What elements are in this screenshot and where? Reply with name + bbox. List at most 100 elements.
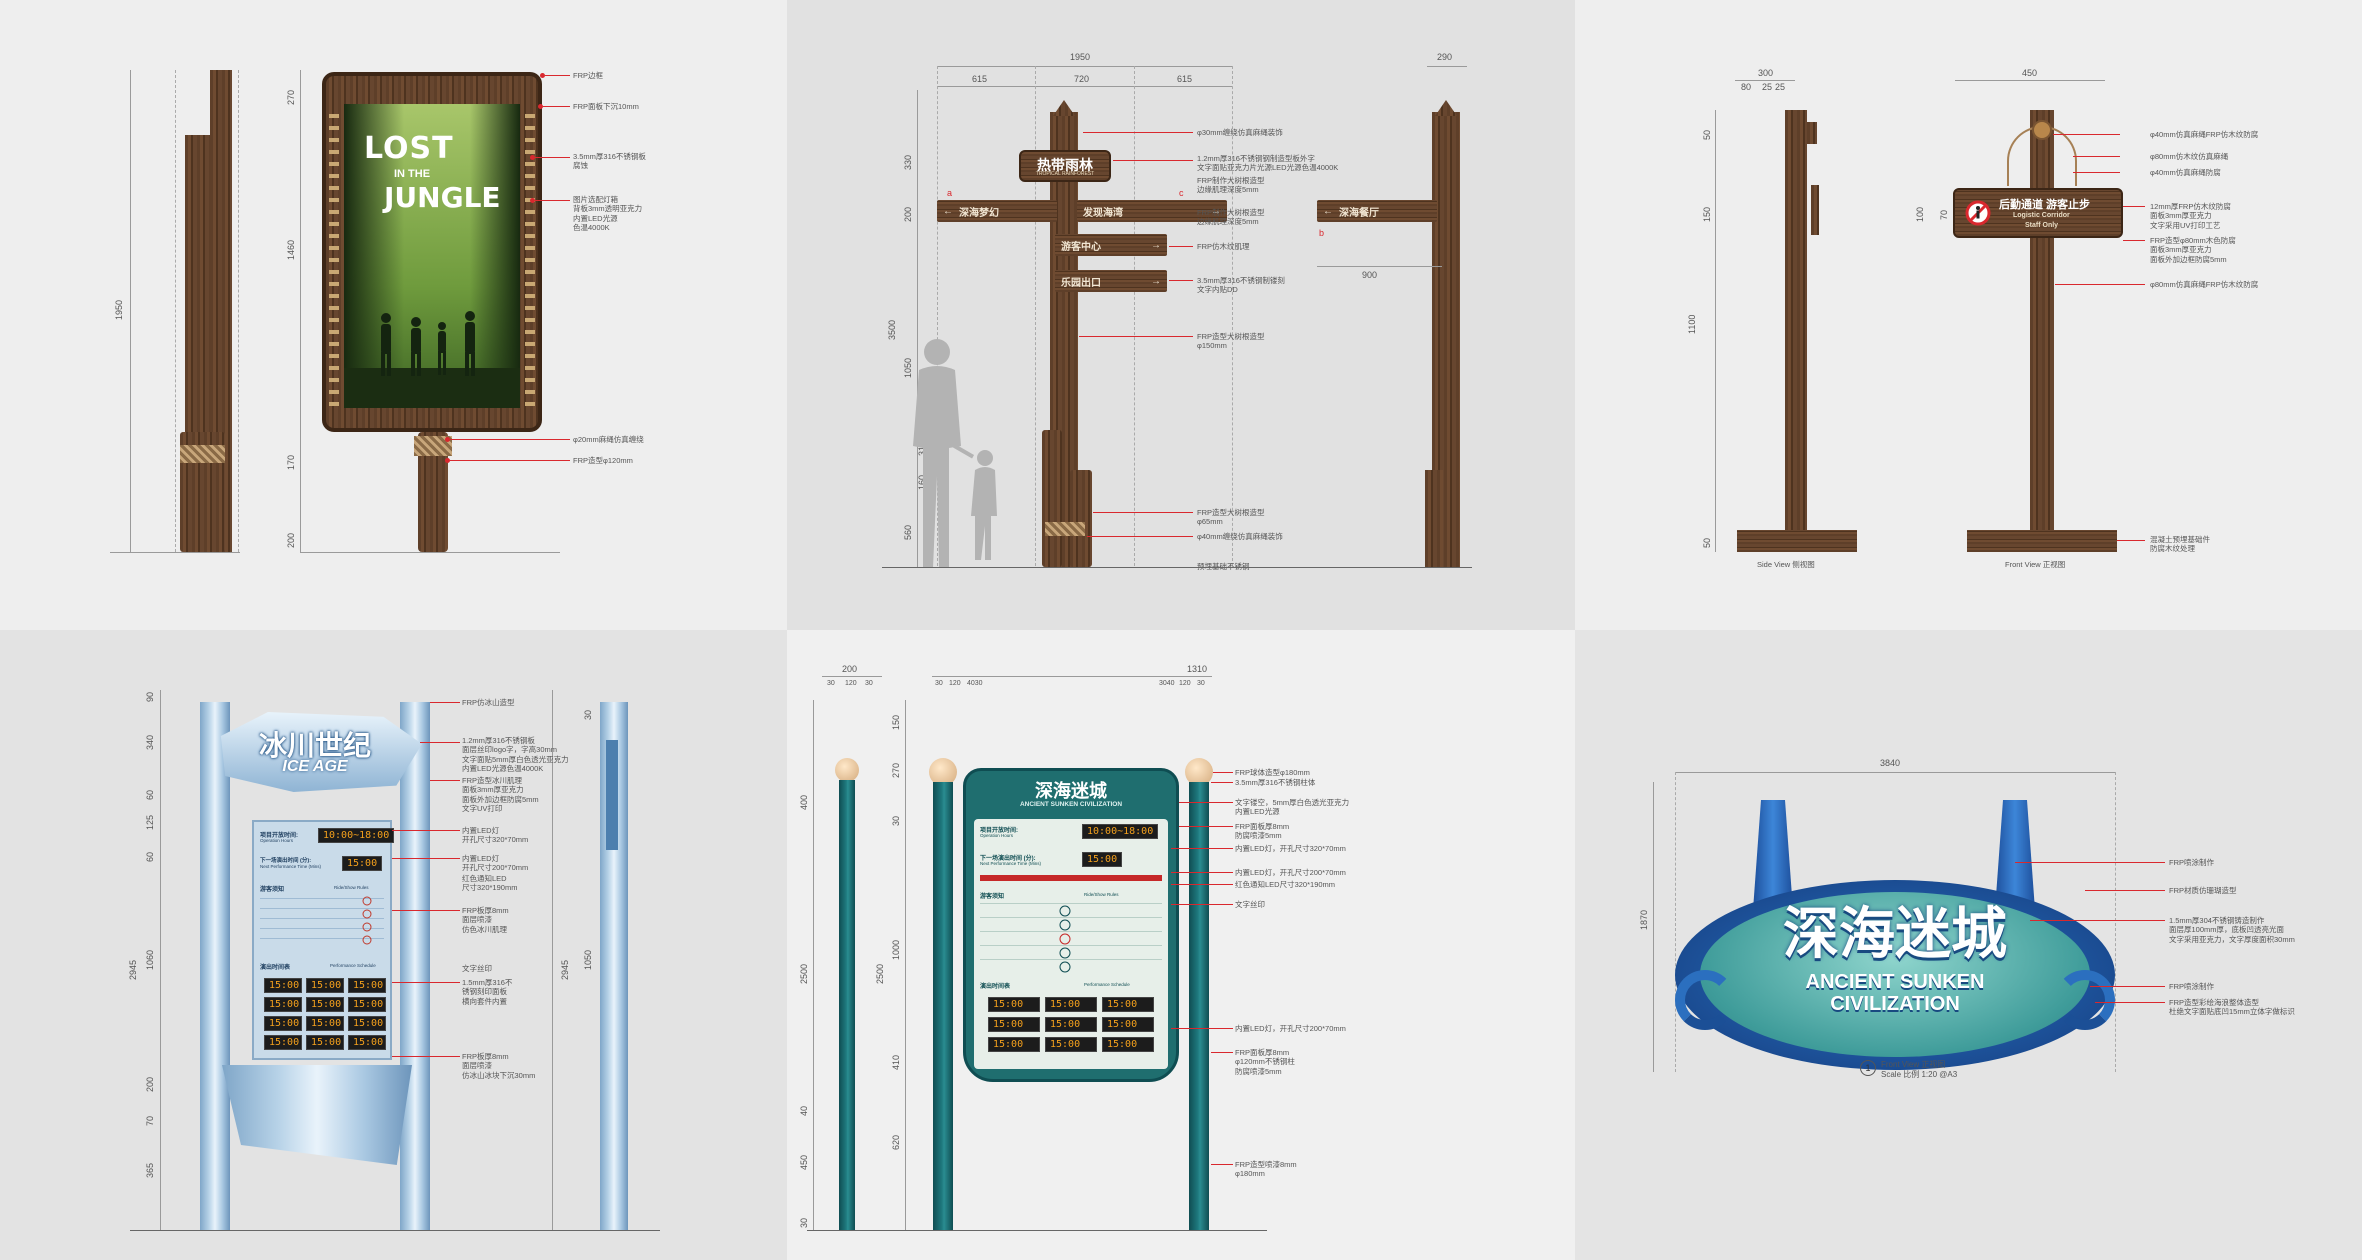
dim-line-inner <box>905 700 906 1230</box>
note-4: 12mm厚FRP仿木纹防腐 面板3mm厚亚克力 文字采用UV打印工艺 <box>2150 202 2231 230</box>
panel-deep-sea-hanging-sign: 3840 1870 深海迷城 ANCIENT SUNKEN CIVILIZATI… <box>1575 630 2362 1260</box>
leader-line <box>2123 240 2145 241</box>
rules-label-en: Ride/Show Rules <box>334 885 369 890</box>
dim-40: 40 <box>799 1105 809 1116</box>
frame-tribal-pattern-right <box>525 106 535 406</box>
dim-part: 30 <box>935 680 943 687</box>
leader-line <box>392 858 460 859</box>
marker-c: c <box>1179 188 1184 198</box>
note-steel-letters: 1.2mm厚316不锈钢钢制造型板外字 文字面贴亚克力片光源LED光源色温400… <box>1197 154 1339 173</box>
dim-side-width: 300 <box>1758 68 1774 78</box>
lamp-globe-right <box>1185 758 1213 786</box>
teal-pillar-left <box>933 782 953 1230</box>
caption-front-view: Front View 正视图 <box>1881 1060 1946 1069</box>
leader-line <box>420 742 460 743</box>
dim-inner-2500: 2500 <box>875 963 885 984</box>
note-7: 尺寸320*190mm <box>462 883 518 892</box>
next-show-label-en: Next Performance Time (Mins) <box>980 861 1042 866</box>
dim-panel: 1460 <box>286 239 296 260</box>
dash-guide <box>238 70 239 552</box>
note-7: 红色通知LED尺寸320*190mm <box>1235 880 1336 889</box>
dim-200: 200 <box>145 1076 155 1092</box>
dim-50-bottom: 50 <box>1702 537 1712 548</box>
arrow-right-icon: → <box>1151 239 1161 251</box>
dim-inner-620: 620 <box>891 1134 901 1150</box>
schedule-label: 演出时间表 <box>980 984 1011 990</box>
dim-total-width: 1950 <box>1070 52 1091 62</box>
poster-title-jungle: JUNGLE <box>384 181 501 214</box>
schedule-label-en: Performance Schedule <box>1084 982 1130 987</box>
note-2: φ80mm仿木纹仿真麻绳 <box>2150 152 2229 161</box>
note-11: FRP板厚8mm 面层喷漆 仿冰山冰块下沉30mm <box>462 1052 536 1080</box>
dim-line-side-bottom <box>1317 266 1442 267</box>
schedule-time: 15:00 <box>348 997 386 1012</box>
dim-line-left <box>160 690 161 1230</box>
arrow-right-icon: → <box>1211 205 1221 217</box>
leader-line <box>1169 246 1193 247</box>
dim-inner-150: 150 <box>891 714 901 730</box>
dim-bottom: 200 <box>286 532 296 548</box>
leader-line <box>430 702 460 703</box>
ground-line <box>300 552 560 553</box>
caption-side-view: Side View 侧视图 <box>1757 560 1815 569</box>
side-profile-board <box>210 70 232 552</box>
dim-side-part: 30 <box>827 680 835 687</box>
caption-front-view: Front View 正视图 <box>2005 560 2066 569</box>
hours-label-en: Operation Hours <box>980 833 1014 838</box>
dim-top: 270 <box>286 89 296 105</box>
dim-height: 1870 <box>1639 909 1649 930</box>
ice-title-cn: 冰川世纪 <box>258 730 371 761</box>
dim-line-side <box>1427 66 1467 67</box>
dim-340: 340 <box>145 734 155 750</box>
next-show-label-en: Next Performance Time (Mins) <box>260 864 322 869</box>
dim-line-left <box>813 700 814 1230</box>
dim-part: 120 <box>1179 680 1191 687</box>
dim-base: 170 <box>286 454 296 470</box>
note-woodgrain: FRP仿木纹肌理 <box>1197 242 1250 251</box>
rope-knot <box>2032 120 2052 140</box>
arrow-sign-dream-deep-sea: ← 深海梦幻 <box>937 200 1057 222</box>
note-frp-root-2: FRP制作大树根造型 边缘肌理深度5mm <box>1197 208 1265 227</box>
dash-guide <box>2115 772 2116 1072</box>
note-rope: φ20mm麻绳仿真缠绕 <box>573 435 644 444</box>
leader-line <box>392 910 460 911</box>
leader-line <box>1179 826 1233 827</box>
dim-front-width: 450 <box>2022 68 2038 78</box>
dim-part: 3040 <box>1159 680 1175 687</box>
leader-line <box>2090 986 2165 987</box>
dash-guide <box>175 70 176 552</box>
note-4: FRP面板厚8mm 防腐喷漆5mm <box>1235 822 1290 841</box>
staff-only-sign-board: 后勤通道 游客止步 Logistic Corridor Staff Only <box>1953 188 2123 238</box>
leader-line <box>1211 1164 1233 1165</box>
note-steel-plate: 3.5mm厚316不锈钢板 腐蚀 <box>573 152 646 171</box>
next-show-label: 下一场演出时间 (分): <box>980 856 1036 862</box>
schedule-time: 15:00 <box>264 997 302 1012</box>
leader-line <box>2030 920 2165 921</box>
dim-125: 125 <box>145 814 155 830</box>
note-3: 1.5mm厚304不锈钢铸造制作 面层厚100mm厚，底板凹透亮光面 文字采用亚… <box>2169 916 2295 944</box>
arrow-left-icon: ← <box>1323 205 1333 217</box>
dim-front-100: 100 <box>1915 206 1925 222</box>
dim-total-right: 2945 <box>560 959 570 980</box>
note-steel-carved: 3.5mm厚316不锈钢制镂刻 文字内贴DD <box>1197 276 1285 295</box>
note-2: 1.2mm厚316不锈钢板 面层丝印logo字，字高30mm 文字面贴5mm厚白… <box>462 736 569 774</box>
note-10: FRP面板厚8mm φ120mm不锈钢柱 防腐喷漆5mm <box>1235 1048 1295 1076</box>
leader-dot <box>445 458 450 463</box>
schedule-time: 15:00 <box>988 997 1040 1012</box>
leader-dot <box>445 437 450 442</box>
note-9: 文字丝印 <box>462 964 492 973</box>
dim-line-height <box>1653 782 1654 1072</box>
panel-jungle-poster-board: 1950 270 1460 170 200 LOST IN THE JUNGLE <box>0 0 787 630</box>
hours-display: 10:00~18:00 <box>1082 824 1159 839</box>
leader-line <box>450 439 570 440</box>
note-1: FRP仿冰山造型 <box>462 698 515 707</box>
side-teal-pillar <box>839 780 855 1230</box>
dim-line-parts <box>937 86 1232 87</box>
front-rope-wrap <box>414 436 452 456</box>
leader-line <box>2123 206 2145 207</box>
dim-line-total <box>932 676 1212 677</box>
arrow-sign-visitor-center: 游客中心 → <box>1055 234 1167 256</box>
arrow-sign-discovery-bay: 发现海湾 → <box>1077 200 1227 222</box>
dim-total-height: 1950 <box>114 299 124 320</box>
dash-guide <box>1134 66 1135 566</box>
